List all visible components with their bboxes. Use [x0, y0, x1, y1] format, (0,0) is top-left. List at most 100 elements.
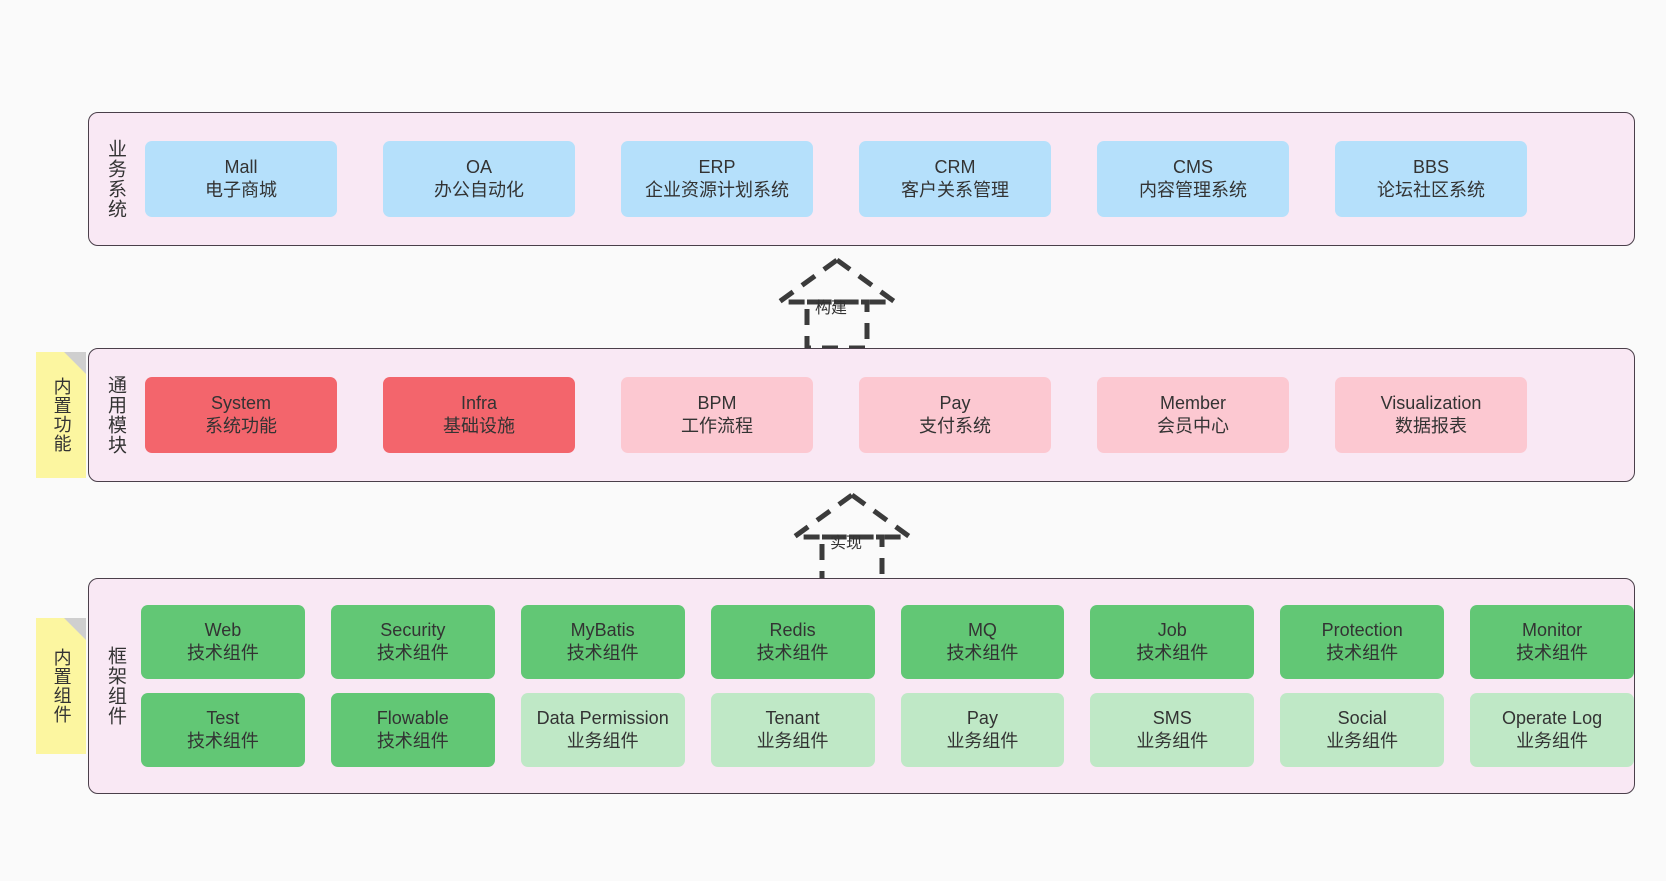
card-social[interactable]: Social 业务组件 — [1280, 693, 1445, 767]
framework-row-business: Test 技术组件 Flowable 技术组件 Data Permission … — [141, 693, 1634, 767]
card-title-en: Web — [204, 619, 242, 640]
framework-card-grid: Web 技术组件 Security 技术组件 MyBatis 技术组件 Redi… — [141, 579, 1634, 793]
connector-stem — [804, 299, 870, 351]
card-title-en: CRM — [934, 156, 976, 177]
card-mybatis[interactable]: MyBatis 技术组件 — [520, 605, 685, 679]
card-web[interactable]: Web 技术组件 — [141, 605, 305, 679]
card-title-cn: 技术组件 — [946, 643, 1019, 663]
card-data-permission[interactable]: Data Permission 业务组件 — [520, 693, 685, 767]
card-title-en: MyBatis — [570, 619, 635, 640]
note-label: 内置组件 — [51, 648, 72, 724]
card-title-en: Visualization — [1380, 392, 1482, 413]
card-visualization[interactable]: Visualization 数据报表 — [1335, 377, 1527, 453]
connector-build-arrow: 构建 — [757, 256, 917, 351]
card-erp[interactable]: ERP 企业资源计划系统 — [621, 141, 813, 217]
card-title-cn: 技术组件 — [186, 731, 259, 751]
card-title-cn: 业务组件 — [946, 731, 1019, 751]
note-fold-icon — [64, 352, 86, 374]
note-builtin-component: 内置组件 — [36, 618, 86, 754]
card-title-en: Pay — [966, 707, 998, 728]
card-system[interactable]: System 系统功能 — [145, 377, 337, 453]
card-tenant[interactable]: Tenant 业务组件 — [710, 693, 875, 767]
card-title-cn: 业务组件 — [756, 731, 829, 751]
card-title-en: Job — [1157, 619, 1187, 640]
layer-business-systems: 业务系统 Mall 电子商城 OA 办公自动化 ERP 企业资源计划系统 CRM… — [88, 112, 1635, 246]
card-title-cn: 技术组件 — [1326, 643, 1399, 663]
card-title-cn: 办公自动化 — [434, 180, 524, 200]
layer-common-modules: 通用模块 System 系统功能 Infra 基础设施 BPM 工作流程 Pay… — [88, 348, 1635, 482]
card-title-en: OA — [465, 156, 492, 177]
note-builtin-function: 内置功能 — [36, 352, 86, 478]
card-title-en: MQ — [967, 619, 997, 640]
card-title-cn: 技术组件 — [376, 643, 449, 663]
card-title-en: Social — [1337, 707, 1387, 728]
card-title-en: BPM — [697, 392, 737, 413]
card-member[interactable]: Member 会员中心 — [1097, 377, 1289, 453]
card-bpm[interactable]: BPM 工作流程 — [621, 377, 813, 453]
card-title-cn: 企业资源计划系统 — [645, 180, 789, 200]
card-title-cn: 技术组件 — [756, 643, 829, 663]
card-title-cn: 技术组件 — [186, 643, 259, 663]
card-title-cn: 技术组件 — [566, 643, 639, 663]
card-monitor[interactable]: Monitor 技术组件 — [1470, 605, 1634, 679]
connector-label-implement: 实现 — [830, 535, 863, 552]
business-card-list: Mall 电子商城 OA 办公自动化 ERP 企业资源计划系统 CRM 客户关系… — [141, 113, 1634, 245]
card-title-cn: 支付系统 — [919, 416, 991, 436]
card-title-cn: 业务组件 — [1326, 731, 1399, 751]
card-title-cn: 会员中心 — [1157, 416, 1229, 436]
card-sms[interactable]: SMS 业务组件 — [1090, 693, 1255, 767]
card-oa[interactable]: OA 办公自动化 — [383, 141, 575, 217]
card-title-en: Redis — [769, 619, 816, 640]
card-cms[interactable]: CMS 内容管理系统 — [1097, 141, 1289, 217]
card-mq[interactable]: MQ 技术组件 — [900, 605, 1065, 679]
framework-row-tech: Web 技术组件 Security 技术组件 MyBatis 技术组件 Redi… — [141, 605, 1634, 679]
card-test[interactable]: Test 技术组件 — [141, 693, 305, 767]
note-fold-icon — [64, 618, 86, 640]
card-mall[interactable]: Mall 电子商城 — [145, 141, 337, 217]
card-title-cn: 系统功能 — [205, 416, 277, 436]
module-card-list: System 系统功能 Infra 基础设施 BPM 工作流程 Pay 支付系统… — [141, 349, 1634, 481]
card-title-en: Member — [1159, 392, 1226, 413]
card-title-en: Test — [206, 707, 240, 728]
card-title-cn: 客户关系管理 — [901, 180, 1009, 200]
card-infra[interactable]: Infra 基础设施 — [383, 377, 575, 453]
card-title-en: ERP — [698, 156, 736, 177]
card-title-en: Infra — [460, 392, 498, 413]
connector-label-build: 构建 — [815, 300, 848, 317]
card-title-cn: 技术组件 — [1516, 643, 1589, 663]
card-title-cn: 业务组件 — [566, 731, 639, 751]
card-title-cn: 论坛社区系统 — [1377, 180, 1485, 200]
card-title-en: SMS — [1152, 707, 1192, 728]
card-pay[interactable]: Pay 支付系统 — [859, 377, 1051, 453]
card-protection[interactable]: Protection 技术组件 — [1280, 605, 1445, 679]
generalization-triangle-icon — [786, 491, 918, 540]
card-title-en: Security — [380, 619, 446, 640]
layer-title-module: 通用模块 — [105, 375, 127, 455]
layer-framework-components: 框架组件 Web 技术组件 Security 技术组件 MyBatis 技术组件 — [88, 578, 1635, 794]
card-title-en: Pay — [939, 392, 971, 413]
card-title-cn: 业务组件 — [1136, 731, 1209, 751]
card-redis[interactable]: Redis 技术组件 — [710, 605, 875, 679]
card-flowable[interactable]: Flowable 技术组件 — [330, 693, 495, 767]
card-title-en: System — [210, 392, 271, 413]
card-title-en: Protection — [1321, 619, 1403, 640]
layer-title-business: 业务系统 — [105, 139, 127, 219]
card-security[interactable]: Security 技术组件 — [330, 605, 495, 679]
card-title-cn: 技术组件 — [376, 731, 449, 751]
card-title-en: Data Permission — [536, 707, 669, 728]
card-title-en: Monitor — [1522, 619, 1583, 640]
card-title-en: Mall — [224, 156, 258, 177]
card-title-cn: 内容管理系统 — [1139, 180, 1247, 200]
card-bbs[interactable]: BBS 论坛社区系统 — [1335, 141, 1527, 217]
card-title-en: Flowable — [376, 707, 449, 728]
card-crm[interactable]: CRM 客户关系管理 — [859, 141, 1051, 217]
card-pay-business[interactable]: Pay 业务组件 — [900, 693, 1065, 767]
card-job[interactable]: Job 技术组件 — [1090, 605, 1255, 679]
card-title-cn: 工作流程 — [681, 416, 753, 436]
connector-stem — [819, 534, 885, 586]
card-operate-log[interactable]: Operate Log 业务组件 — [1470, 693, 1634, 767]
card-title-cn: 技术组件 — [1136, 643, 1209, 663]
card-title-cn: 基础设施 — [443, 416, 515, 436]
layer-title-framework: 框架组件 — [105, 646, 127, 726]
